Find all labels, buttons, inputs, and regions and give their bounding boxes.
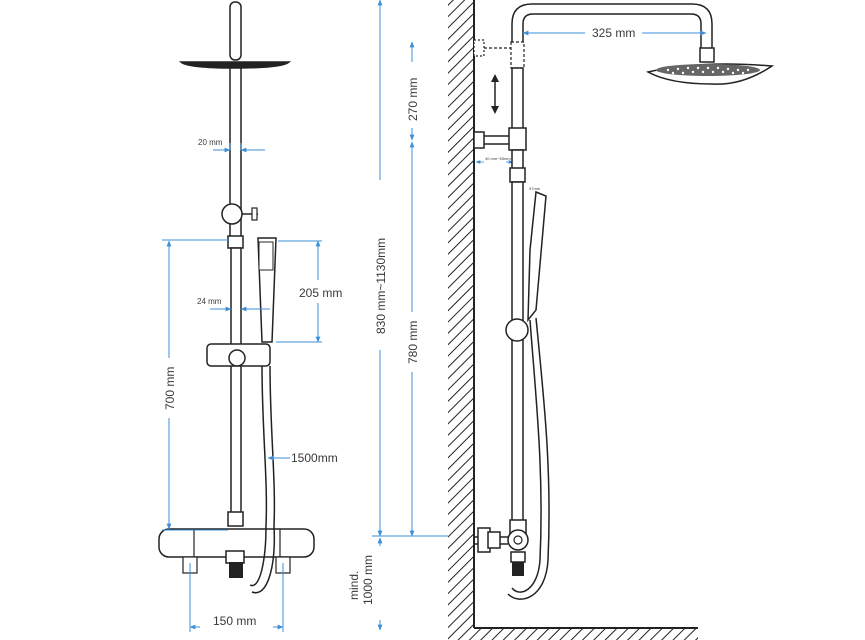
middle-dimensions: 830 mm~1130mm 270 mm 780 mm mind. 1000 m…	[347, 0, 448, 631]
label-adjustable-section: 270 mm	[406, 78, 420, 121]
front-view: 20 mm 24 mm 205 mm 700 mm	[158, 1, 342, 632]
label-mixer-width: 150 mm	[213, 614, 256, 628]
upper-wall-bracket	[473, 39, 485, 57]
label-handshower-clip-note: 97mm	[529, 186, 541, 191]
bath-spout	[225, 550, 245, 564]
overhead-arm	[511, 3, 713, 60]
label-min-height-line1: mind.	[347, 571, 361, 600]
label-total-height-range: 830 mm~1130mm	[374, 238, 388, 334]
diverter-knob	[221, 203, 243, 225]
bath-spout-side	[510, 551, 526, 563]
overhead-shower-head	[178, 61, 292, 69]
riser-pipe-top	[229, 1, 242, 61]
dimension-slide-bar-height: 700 mm	[162, 239, 228, 531]
slider-knob-side	[505, 318, 529, 342]
slide-bar-side	[511, 149, 524, 171]
pipe-coupling-lower	[227, 511, 244, 527]
upper-pipe-adjustable	[510, 41, 525, 69]
shower-hose	[261, 365, 276, 527]
dimension-hose-length: 1500mm	[267, 451, 338, 465]
shower-hose-side	[511, 319, 542, 593]
label-pipe-width: 20 mm	[198, 138, 223, 147]
label-min-height-line2: 1000 mm	[361, 555, 375, 605]
hand-shower-side	[527, 190, 547, 323]
floor-hatch	[448, 628, 698, 640]
pipe-coupling	[227, 235, 244, 249]
label-hose-length: 1500mm	[291, 451, 338, 465]
dimension-arm-reach: 325 mm	[522, 26, 707, 40]
side-view: 40 mm~55mm 97mm	[448, 0, 775, 640]
label-arm-reach: 325 mm	[592, 26, 635, 40]
label-handshower-offset: 24 mm	[197, 297, 222, 306]
label-handshower-length: 205 mm	[299, 286, 342, 300]
label-wall-bracket-note: 40 mm~55mm	[485, 156, 511, 161]
label-slide-bar-height: 700 mm	[163, 367, 177, 410]
dimension-pipe-width: 20 mm	[198, 138, 265, 153]
wall-hatch	[448, 0, 474, 628]
height-adjust-arrow-icon	[491, 74, 499, 114]
lower-wall-bracket	[473, 131, 485, 149]
dimension-handshower-length: 205 mm	[276, 240, 342, 343]
slide-bar	[230, 247, 242, 514]
dimension-handshower-offset: 24 mm	[197, 297, 270, 312]
riser-pipe-side	[511, 67, 524, 131]
label-lower-section: 780 mm	[406, 321, 420, 364]
pipe-coupling-side	[508, 127, 527, 151]
dimension-mixer-width: 150 mm	[189, 563, 284, 632]
